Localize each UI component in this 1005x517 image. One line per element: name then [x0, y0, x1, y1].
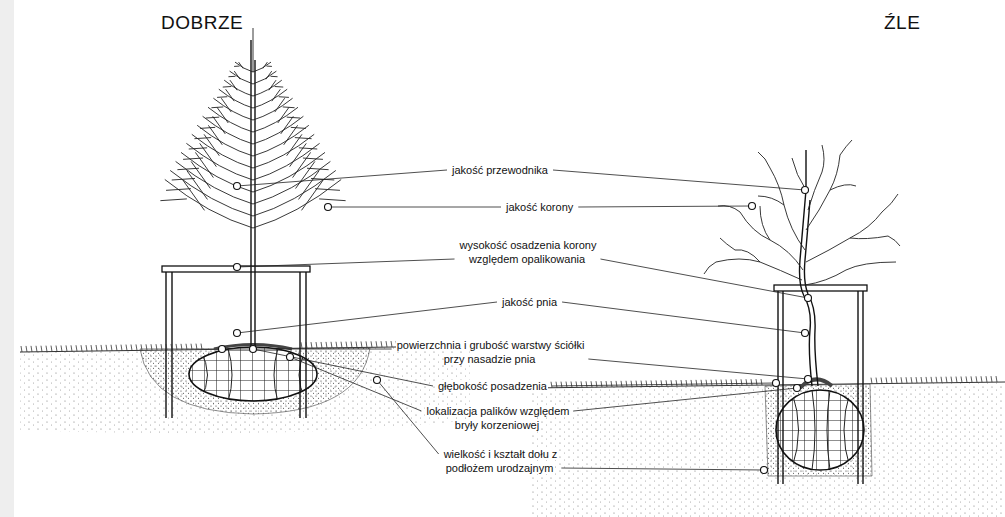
callout-text: głębokość posadzenia [437, 380, 548, 392]
bad-planting [530, 140, 1005, 517]
callout-text: jakość przewodnika [451, 164, 549, 176]
stake-crossbar [774, 285, 867, 291]
callout-text: powierzchnia i grubość warstwy ściółki p… [396, 339, 585, 365]
good-planting [20, 28, 470, 433]
callout-label: powierzchnia i grubość warstwy ściółki p… [390, 338, 590, 366]
callout-label: wielkość i kształt dołu z podłożem urodz… [430, 447, 570, 475]
margin-band [0, 0, 14, 517]
callout-label: jakość przewodnika [451, 163, 549, 177]
crown [160, 28, 345, 228]
panel-heading: DOBRZE [160, 12, 244, 34]
heading-text: ŹLE [883, 12, 921, 33]
crown [704, 140, 900, 285]
callout-label: głębokość posadzenia [437, 379, 548, 393]
leader-lines [222, 170, 808, 470]
root-ball [776, 390, 864, 470]
callout-label: wysokość osadzenia korony względem opali… [440, 238, 615, 266]
callout-text: jakość korony [505, 201, 574, 213]
callout-label: jakość korony [505, 200, 574, 214]
callout-text: wysokość osadzenia korony względem opali… [459, 239, 597, 265]
callout-label: jakość pnia [501, 295, 558, 309]
root-ball [189, 347, 317, 401]
callout-label: lokalizacja palików względem bryły korze… [415, 404, 580, 432]
callout-text: jakość pnia [501, 296, 558, 308]
callout-text: wielkość i kształt dołu z podłożem urodz… [443, 448, 558, 474]
callout-text: lokalizacja palików względem bryły korze… [425, 405, 569, 431]
callout-dots [219, 183, 812, 474]
panel-heading: ŹLE [883, 12, 921, 34]
heading-text: DOBRZE [160, 12, 244, 33]
